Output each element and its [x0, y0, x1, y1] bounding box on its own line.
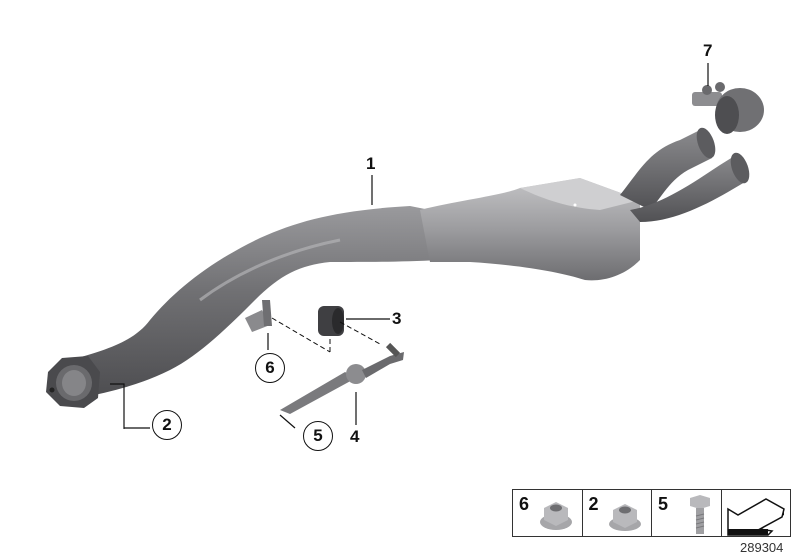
callout-1[interactable]: 1: [366, 154, 376, 173]
legend-label: 6: [519, 494, 530, 514]
legend-cell-2[interactable]: 2: [583, 490, 652, 536]
rubber-mount: [318, 306, 344, 336]
center-pipe: [62, 206, 440, 398]
flange-nut-icon: [609, 504, 641, 531]
diagram-number: 289304: [740, 540, 784, 555]
callout-7[interactable]: 7: [703, 41, 713, 60]
bracket: [245, 300, 272, 332]
leader-lines: [110, 63, 709, 429]
callout-3[interactable]: 3: [392, 309, 402, 328]
fastener-legend: 6 2 5: [512, 489, 791, 537]
callout-5[interactable]: 5: [303, 421, 333, 451]
legend-label: 5: [658, 494, 669, 514]
legend-label: 2: [588, 494, 599, 514]
callout-2[interactable]: 2: [152, 410, 182, 440]
legend-cell-arrow: [722, 490, 791, 536]
pipe-clamp: [692, 82, 764, 134]
inlet-flange: [46, 356, 100, 408]
flange-nut-icon: [539, 502, 572, 530]
tail-pipes: [620, 127, 750, 222]
hanger: [280, 342, 404, 414]
legend-cell-5[interactable]: 5: [652, 490, 722, 536]
rear-silencer: [420, 178, 640, 281]
legend-cell-6[interactable]: 6: [513, 490, 583, 536]
direction-arrow-icon: [726, 498, 785, 536]
callout-6[interactable]: 6: [255, 353, 285, 383]
hex-bolt-icon: [689, 495, 710, 534]
callout-4[interactable]: 4: [350, 427, 360, 446]
